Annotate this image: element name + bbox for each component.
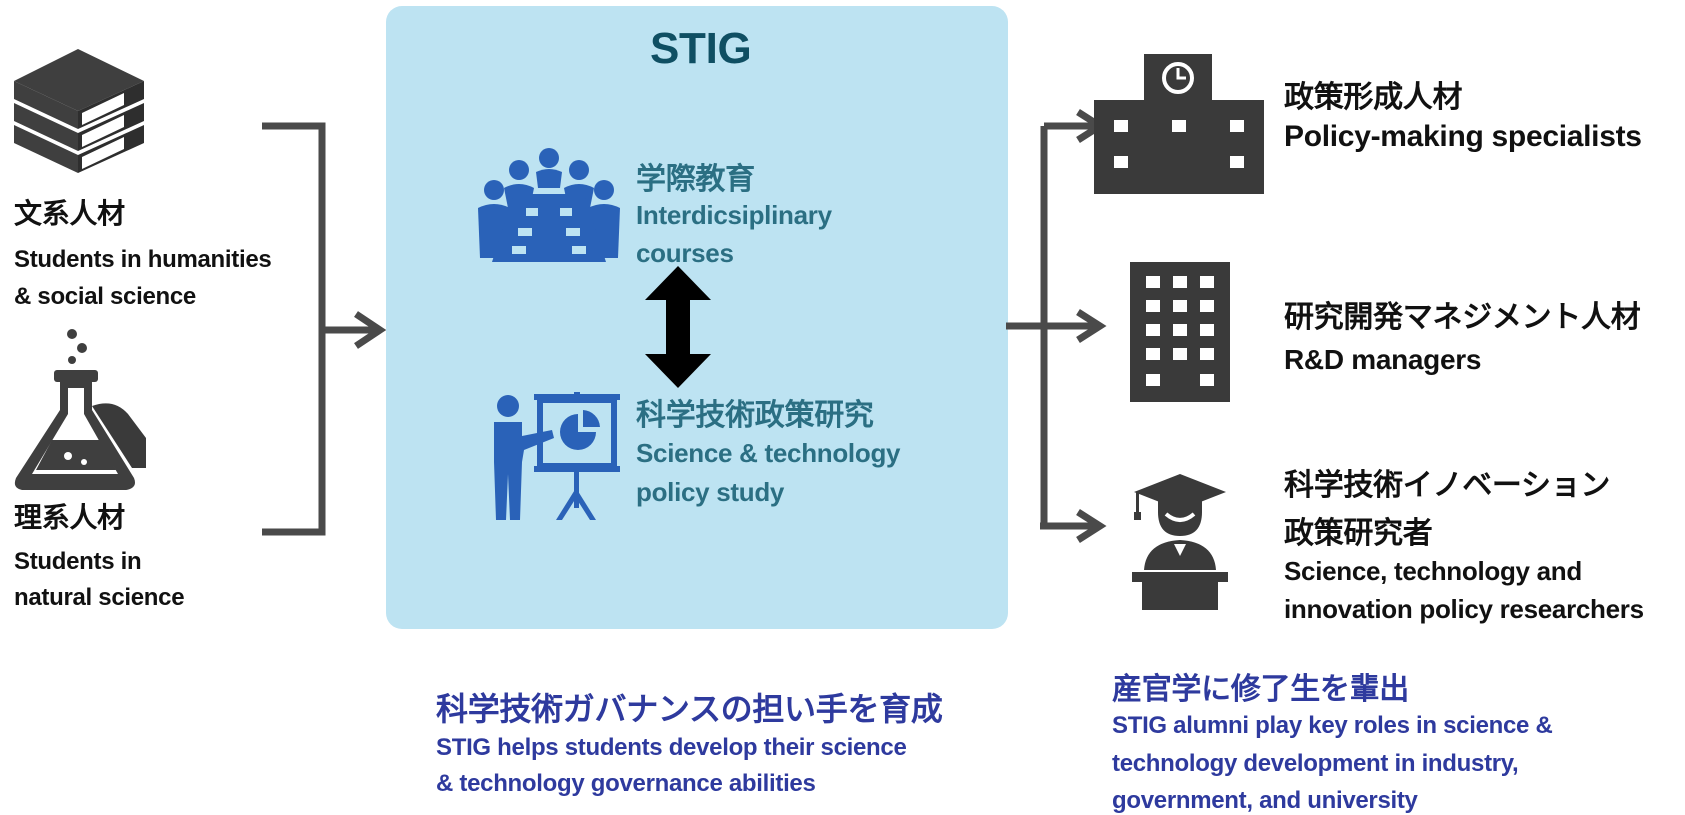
humanities-jp-label: 文系人材 [14, 198, 125, 229]
policy-study-jp-label: 科学技術政策研究 [636, 399, 874, 432]
alumni-jp-heading: 産官学に修了生を輩出 [1112, 673, 1409, 706]
science-jp-label: 理系人材 [14, 502, 125, 533]
interdisciplinary-en-label-2: courses [636, 238, 734, 268]
double-arrow-icon [645, 266, 711, 388]
office-building-icon [1130, 262, 1230, 402]
left-bracket-arrow [262, 122, 387, 536]
presentation-icon [494, 392, 620, 520]
policy-study-en-label-2: policy study [636, 477, 785, 507]
interdisciplinary-jp-label: 学際教育 [636, 163, 755, 196]
policy-study-en-label-1: Science & technology [636, 438, 901, 468]
alumni-en-line-2: technology development in industry, [1112, 750, 1519, 777]
stig-title: STIG [650, 24, 752, 73]
alumni-en-line-3: government, and university [1112, 787, 1418, 814]
meeting-table-icon [478, 148, 620, 262]
science-en-label-1: Students in [14, 548, 142, 575]
researchers-jp-label-2: 政策研究者 [1284, 517, 1433, 550]
rd-en-label: R&D managers [1284, 344, 1482, 375]
researchers-en-label-2: innovation policy researchers [1284, 594, 1644, 624]
policy-jp-label: 政策形成人材 [1284, 81, 1463, 114]
right-branch-arrows [1006, 109, 1107, 543]
flask-icon [14, 329, 146, 490]
alumni-en-line-1: STIG alumni play key roles in science & [1112, 712, 1553, 739]
stig-panel [386, 6, 1008, 629]
graduate-icon [1132, 474, 1228, 610]
interdisciplinary-en-label-1: Interdicsiplinary [636, 200, 832, 230]
researchers-jp-label-1: 科学技術イノベーション [1284, 469, 1611, 502]
policy-en-label: Policy-making specialists [1284, 120, 1642, 153]
humanities-en-label-1: Students in humanities [14, 246, 272, 273]
governance-jp-heading: 科学技術ガバナンスの担い手を育成 [436, 691, 943, 727]
rd-jp-label: 研究開発マネジメント人材 [1284, 301, 1641, 334]
books-icon [14, 49, 144, 173]
researchers-en-label-1: Science, technology and [1284, 556, 1582, 586]
science-en-label-2: natural science [14, 584, 185, 611]
government-building-icon [1094, 54, 1264, 194]
governance-en-line-1: STIG helps students develop their scienc… [436, 734, 907, 761]
governance-en-line-2: & technology governance abilities [436, 770, 816, 797]
humanities-en-label-2: & social science [14, 283, 196, 310]
